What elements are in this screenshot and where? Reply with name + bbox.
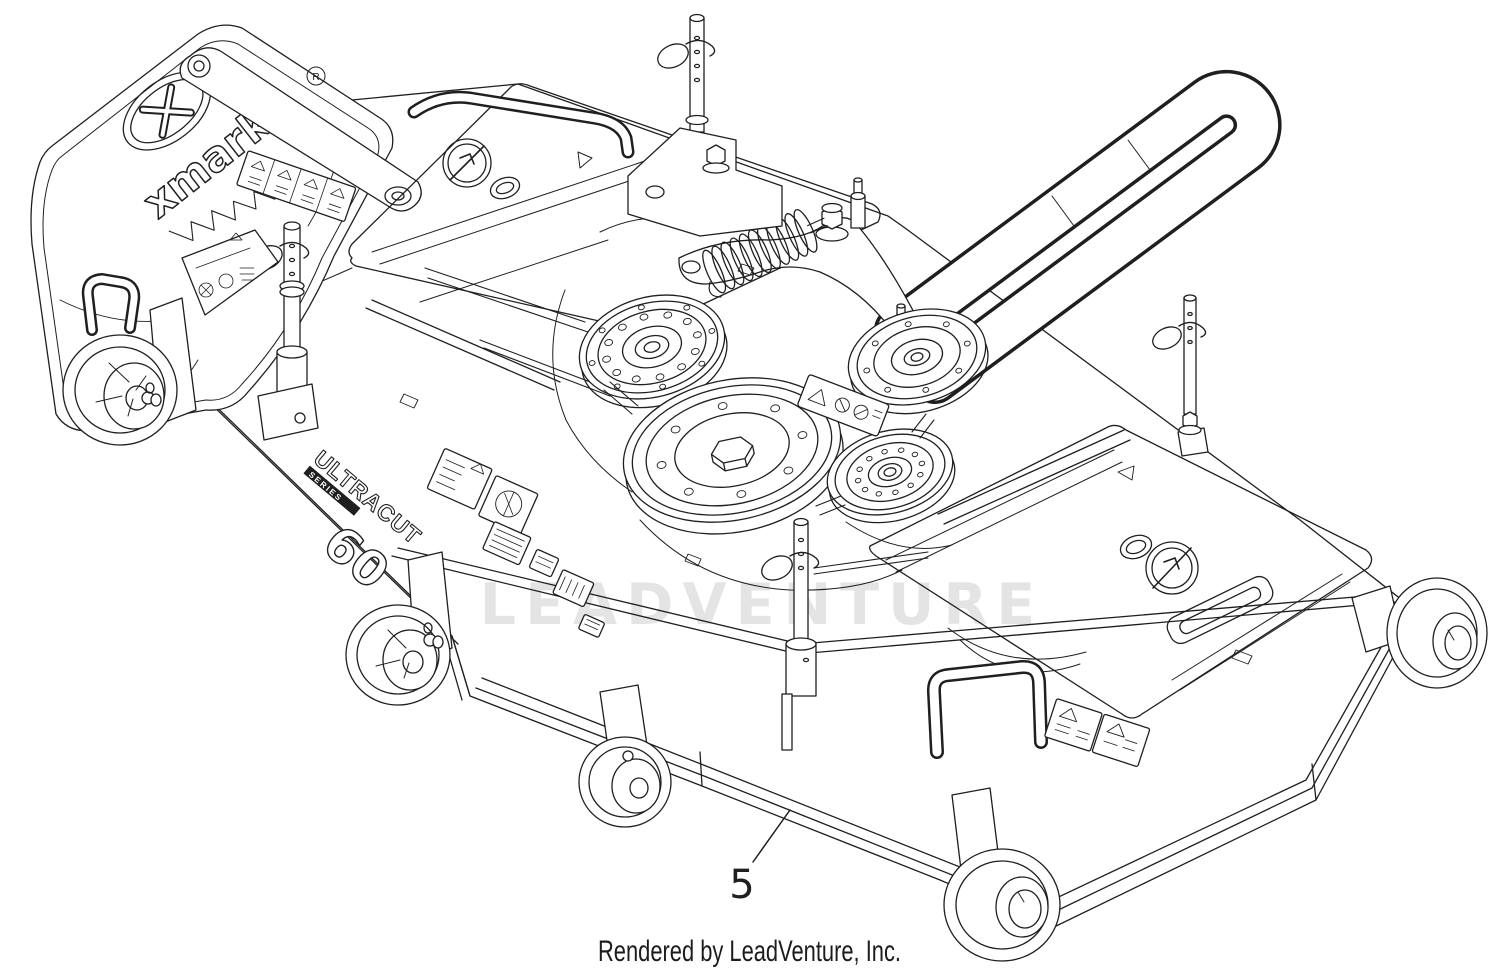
height-pin-top <box>627 13 783 237</box>
spindle-pulley-left <box>578 294 728 409</box>
hazard-diamond-decal <box>181 229 279 316</box>
callout-5-leader <box>752 809 791 863</box>
footer-credit: Rendered by LeadVenture, Inc. <box>598 935 901 968</box>
spindle-hex-nut <box>710 436 755 472</box>
spec-chart-decal <box>482 521 605 638</box>
belt-cover-right <box>868 424 1373 719</box>
lynch-pin-ring-icon <box>657 43 689 69</box>
callout-5[interactable]: 5 <box>729 809 791 908</box>
thrown-object-decal-pair <box>1044 698 1151 767</box>
instruction-decal <box>426 448 539 535</box>
deck-lift-handle <box>926 659 1048 759</box>
callout-5-label: 5 <box>729 862 754 908</box>
chute-lever-arm <box>179 47 422 212</box>
idler-pulley-right <box>847 308 989 415</box>
spindle-pulley-center <box>622 377 844 535</box>
deck-belt <box>603 381 935 516</box>
no-step-emblem-icon <box>1145 541 1199 595</box>
anti-scalp-wheel-left <box>62 297 197 446</box>
anti-scalp-wheel-bottom <box>943 787 1061 962</box>
loop-handle <box>874 69 1282 404</box>
lynch-pin-ring-icon <box>1152 326 1182 350</box>
cover-handle-slot <box>1166 575 1274 645</box>
idler-pivot-bolt <box>815 202 849 242</box>
anti-scalp-wheel-front-left <box>345 551 453 706</box>
lynch-pin-ring-icon <box>761 555 793 581</box>
no-step-emblem-icon <box>442 138 492 188</box>
height-pin-center <box>761 517 929 751</box>
warning-triangle-icon <box>577 151 593 169</box>
spindle-pulley-lower-right <box>826 428 956 524</box>
belt-cover-left <box>348 83 881 334</box>
blade-warning-decal <box>797 374 890 437</box>
warning-strip-decal <box>236 150 357 222</box>
height-pin-right <box>1152 294 1209 457</box>
anti-scalp-wheel-front-center <box>578 684 672 828</box>
idler-spring <box>702 208 828 298</box>
anti-scalp-wheel-right <box>1351 577 1488 689</box>
ultracut-decal: ULTRACUT SERIES 60 <box>303 445 427 601</box>
registered-mark: R <box>312 72 319 83</box>
